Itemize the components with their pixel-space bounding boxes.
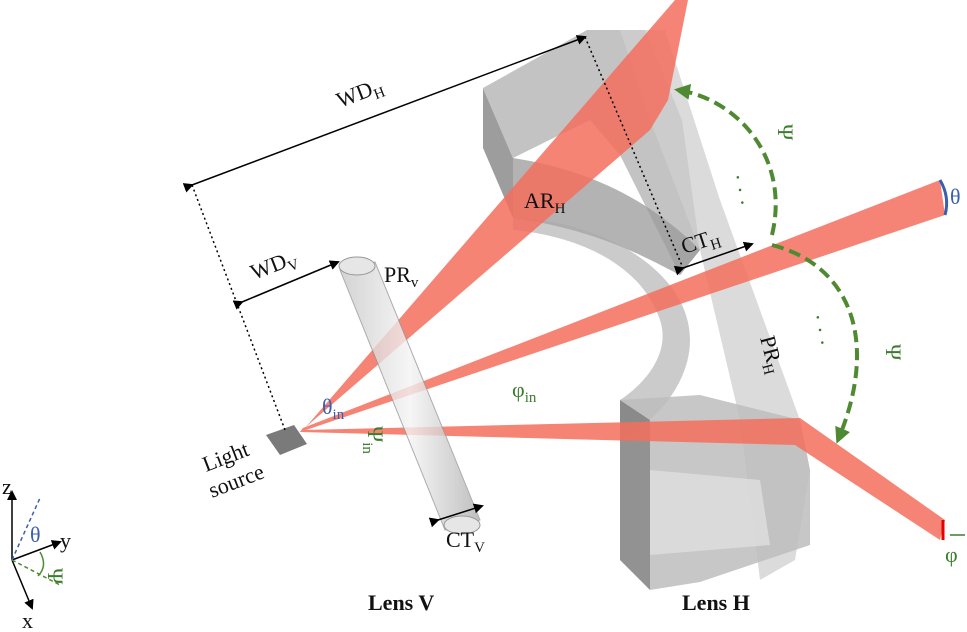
label-theta-out: θ [950,184,961,209]
lens-h-arc-inner [513,218,690,440]
axis-x-label: x [22,608,33,632]
label-pr-v: PRv [384,262,419,291]
axis-y-label: y [60,528,71,553]
psi-arc-upper [674,84,778,236]
label-psi-upper: Ψ [773,124,798,141]
label-lens-v: Lens V [368,590,434,615]
axis-z-label: z [2,474,12,499]
beam-lower [300,418,945,540]
label-wd-v: WDV [247,244,302,288]
lens-v-rod-top [338,256,376,276]
label-theta-in: θin [322,394,345,423]
lens-v-rod [338,256,481,535]
dots-upper: · · · [725,172,755,209]
label-psi-lower: Ψ [881,344,906,361]
theta-output-arc [938,179,949,216]
light-source-block [266,425,307,455]
label-phi-out: φ [945,542,958,567]
label-pr-h: PRH [751,333,789,377]
label-ar-h: ARH [524,188,566,217]
axis-psi-arc [37,551,45,577]
label-lens-h: Lens H [682,590,750,615]
axis-psi-dashed [11,559,61,586]
lens-v-rod-body [339,261,481,531]
wd-h-extension-left [191,184,286,431]
wd-v-dim-line [232,260,340,310]
dimension-lines [182,35,754,528]
wd-h-dim-line [182,35,587,193]
dots-lower: · · · [805,312,835,349]
label-phi-in: φin [512,377,537,406]
lens-h-lower-inner [650,470,770,555]
psi-arc-lower [771,243,859,444]
axis-theta-label: θ [30,522,41,547]
axis-y-line [11,540,62,561]
axis-theta-dashed [11,497,41,561]
labels: WDH WDV PRv ARH CTH CTV PRH Light source… [199,72,961,615]
lens-h-lower-side [620,400,650,590]
psi-arcs [674,84,859,444]
axis-x-line [11,559,34,610]
label-psi-in: Ψin [359,426,388,454]
ct-v-dim-line [428,503,484,528]
label-wd-h: WDH [333,72,388,116]
axis-psi-label: Ψ [43,568,68,585]
ct-h-dim-line [673,241,754,276]
wd-h-extension-right [584,36,684,269]
coordinate-axes: z y x θ Ψ [2,474,71,632]
label-ct-v: CTV [446,527,485,556]
